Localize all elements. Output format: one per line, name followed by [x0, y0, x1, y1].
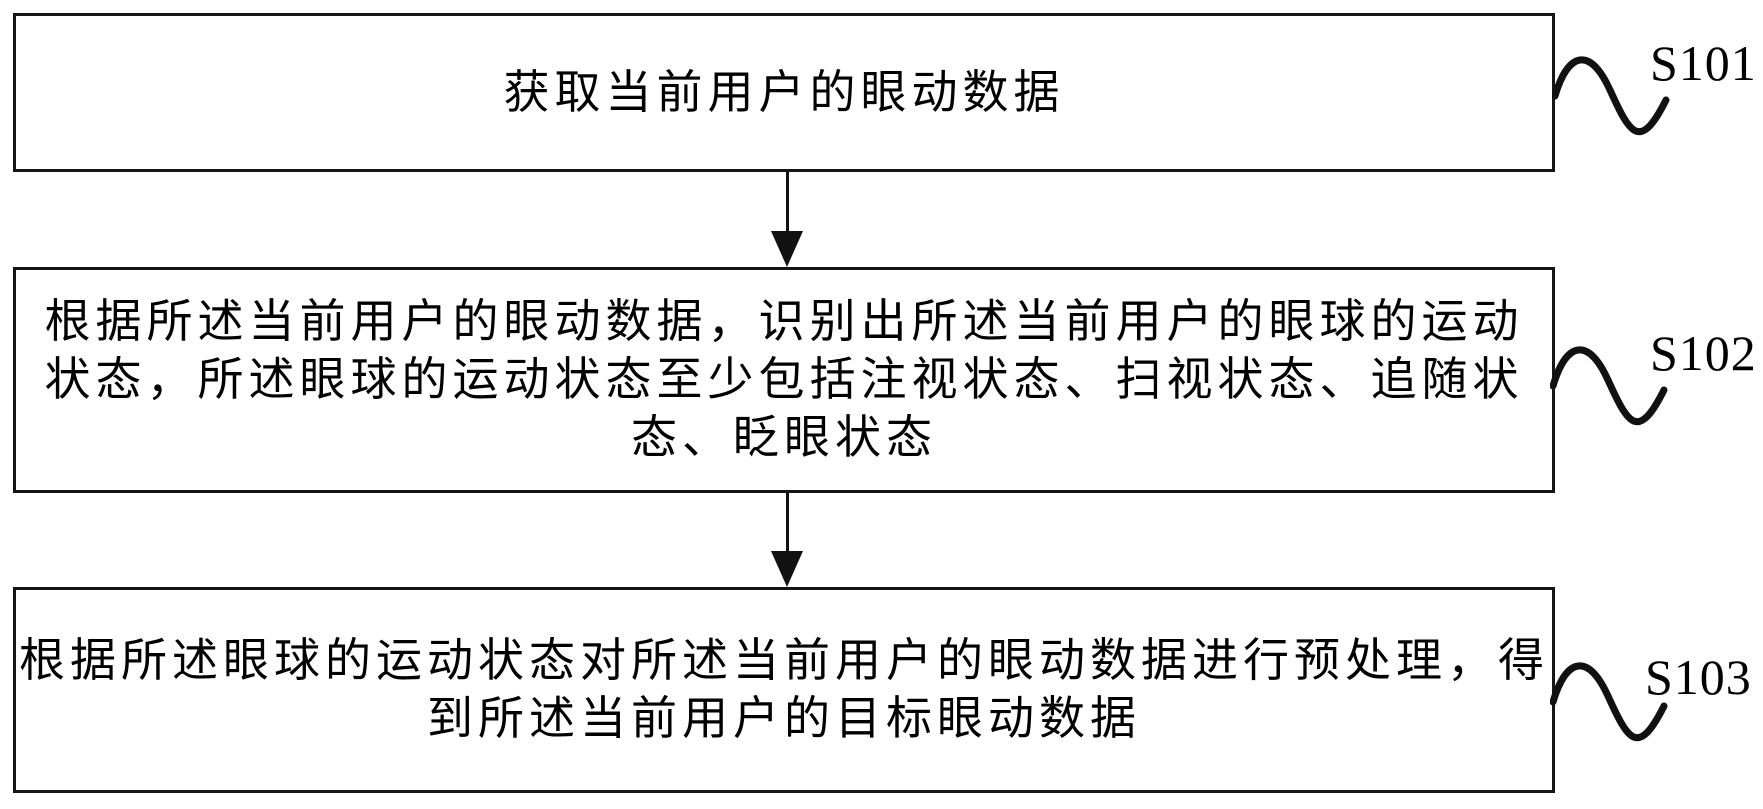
step-label-s102: S102 — [1650, 325, 1757, 381]
step-text: 获取当前用户的眼动数据 — [503, 66, 1065, 118]
step-text: 根据所述当前用户的眼动数据，识别出所述当前用户的眼球的运动 — [44, 296, 1524, 347]
down-arrow-icon — [770, 493, 804, 587]
step-text: 状态，所述眼球的运动状态至少包括注视状态、扫视状态、追随状 — [44, 354, 1524, 405]
step-label-s101: S101 — [1650, 35, 1757, 91]
step-text: 根据所述眼球的运动状态对所述当前用户的眼动数据进行预处理，得 — [19, 635, 1549, 686]
tilde-wave-icon — [1552, 56, 1670, 136]
step-text: 到所述当前用户的目标眼动数据 — [427, 693, 1141, 744]
tilde-wave-icon — [1550, 346, 1668, 426]
step-label-s103: S103 — [1645, 649, 1752, 705]
step-box-s102: 根据所述当前用户的眼动数据，识别出所述当前用户的眼球的运动 状态，所述眼球的运动… — [13, 267, 1555, 493]
down-arrow-icon — [770, 172, 804, 267]
step-text: 态、眨眼状态 — [631, 412, 937, 463]
arrow-head — [771, 551, 803, 587]
arrow-shaft — [785, 493, 789, 551]
arrow-head — [771, 231, 803, 267]
arrow-shaft — [785, 172, 789, 231]
tilde-wave-icon — [1550, 662, 1668, 742]
step-box-s101: 获取当前用户的眼动数据 — [13, 13, 1555, 172]
step-box-s103: 根据所述眼球的运动状态对所述当前用户的眼动数据进行预处理，得 到所述当前用户的目… — [13, 587, 1555, 793]
